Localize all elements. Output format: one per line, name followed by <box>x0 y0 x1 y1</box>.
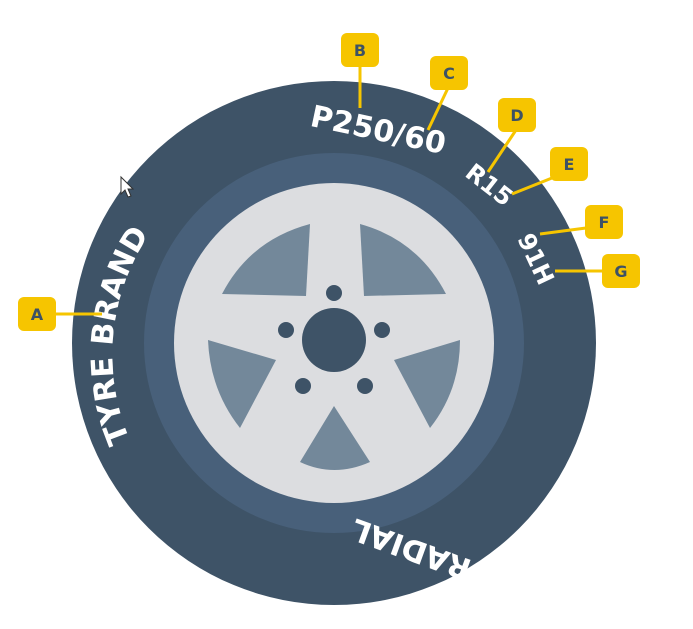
callout-label: B <box>354 41 366 60</box>
callout-c: C <box>426 56 468 131</box>
callout-label: F <box>599 213 610 232</box>
callout-d: D <box>486 98 536 173</box>
callout-box <box>550 147 588 181</box>
lug-nut <box>326 285 342 301</box>
callout-box <box>498 98 536 132</box>
callout-label: A <box>31 305 44 324</box>
spoke-gap <box>222 224 310 296</box>
lug-nut <box>295 378 311 394</box>
leader-line <box>426 87 450 131</box>
mouse-cursor-icon <box>120 175 135 198</box>
callout-box <box>18 297 56 331</box>
callout-label: G <box>614 262 627 281</box>
callout-label: D <box>510 106 523 125</box>
callout-e: E <box>511 147 588 196</box>
spoke-gap <box>208 340 276 428</box>
leader-line <box>539 226 587 236</box>
callout-f: F <box>539 205 623 239</box>
callout-box <box>430 56 468 90</box>
rim-spoke-gaps <box>208 224 460 470</box>
wheel-hub <box>302 308 366 372</box>
callout-box <box>341 33 379 67</box>
lug-nut <box>374 322 390 338</box>
spoke-gap <box>360 224 446 296</box>
leader-line <box>511 176 553 196</box>
callout-b: B <box>341 33 379 108</box>
spoke-gap <box>300 406 370 470</box>
leader-line <box>486 129 518 173</box>
callout-a: A <box>18 297 102 331</box>
lug-nut <box>278 322 294 338</box>
callout-g: G <box>555 254 640 288</box>
callout-box <box>602 254 640 288</box>
spoke-gap <box>394 340 460 428</box>
callout-label: C <box>443 64 455 83</box>
callout-box <box>585 205 623 239</box>
callout-label: E <box>564 155 575 174</box>
lug-nut <box>357 378 373 394</box>
